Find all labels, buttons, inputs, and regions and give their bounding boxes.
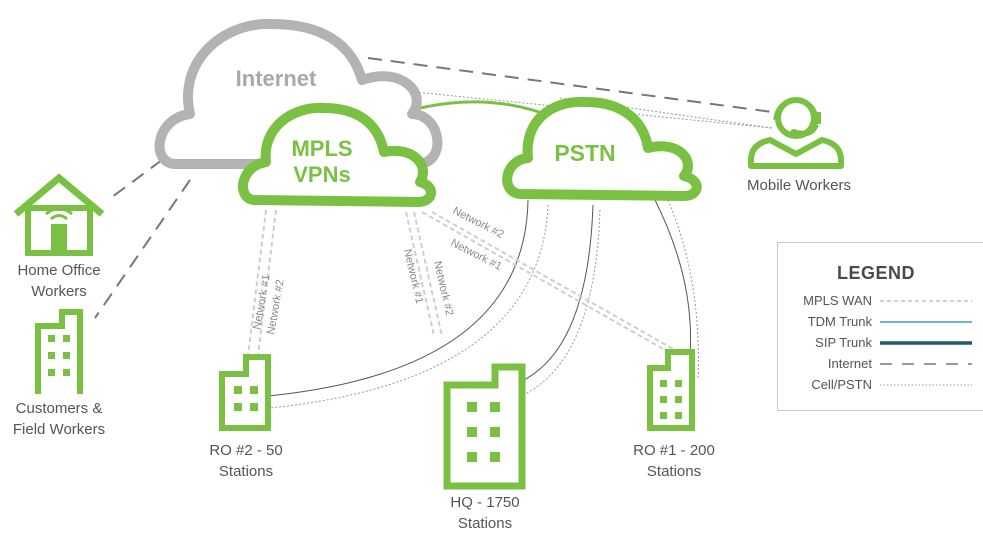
- ro2-building-icon: [219, 354, 271, 431]
- mpls-wan-swatch: [880, 300, 972, 302]
- network-labels: Network #1 Network #2 Network #1 Network…: [251, 205, 506, 336]
- tdm-trunk-swatch: [880, 321, 972, 323]
- ro2-label: RO #2 - 50 Stations: [186, 440, 306, 482]
- legend: LEGEND MPLS WAN TDM Trunk SIP Trunk Inte…: [777, 242, 983, 411]
- legend-item-mpls-wan: MPLS WAN: [778, 292, 983, 310]
- mpls-wan-links: [247, 209, 676, 356]
- network-label-ro1-n2: Network #2: [451, 205, 506, 241]
- internet-links: [94, 57, 773, 319]
- ro1-label-line1: RO #1 - 200: [633, 442, 715, 459]
- customers-label: Customers & Field Workers: [0, 398, 118, 440]
- internet-cloud-label: Internet: [235, 66, 317, 91]
- home-office-label: Home Office Workers: [0, 260, 118, 302]
- network-label-hq-n1: Network #1: [401, 248, 425, 305]
- legend-item-cell-pstn: Cell/PSTN: [778, 376, 983, 394]
- tdm-trunk-links: [267, 199, 692, 397]
- hq-label: HQ - 1750 Stations: [425, 492, 545, 534]
- network-label-ro1-n1: Network #1: [449, 237, 504, 273]
- internet-swatch: [880, 363, 972, 365]
- ro1-label: RO #1 - 200 Stations: [610, 440, 738, 482]
- legend-item-mpls-wan-label: MPLS WAN: [803, 293, 872, 308]
- customers-building-icon: [35, 309, 83, 394]
- ro1-label-line2: Stations: [646, 463, 702, 480]
- legend-item-sip-trunk: SIP Trunk: [778, 334, 983, 352]
- cell-pstn-swatch: [880, 384, 972, 386]
- legend-item-internet: Internet: [778, 355, 983, 373]
- legend-title: LEGEND: [836, 263, 915, 283]
- pstn-cloud-label: PSTN: [554, 140, 616, 166]
- hq-building-icon: [443, 363, 526, 490]
- mpls-cloud-label: MPLS VPNs: [272, 136, 372, 188]
- cell-pstn-links: [269, 91, 773, 409]
- legend-item-sip-trunk-label: SIP Trunk: [815, 335, 872, 350]
- mpls-cloud-label-line2: VPNs: [293, 162, 351, 187]
- sip-trunk-swatch: [880, 341, 972, 345]
- mobile-workers-label: Mobile Workers: [747, 177, 851, 194]
- home-office-label-line1: Home Office: [17, 262, 101, 279]
- headset-person-icon: [748, 97, 844, 169]
- house-icon: [13, 173, 105, 256]
- ro2-label-line1: RO #2 - 50: [209, 442, 283, 459]
- customers-label-line2: Field Workers: [12, 421, 106, 438]
- hq-label-line1: HQ - 1750: [450, 494, 520, 511]
- ro1-building-icon: [647, 349, 695, 431]
- legend-item-internet-label: Internet: [827, 356, 872, 371]
- home-office-label-line2: Workers: [31, 283, 87, 300]
- ro2-label-line2: Stations: [218, 463, 274, 480]
- pstn-cloud: [502, 96, 702, 201]
- customers-label-line1: Customers &: [15, 400, 103, 417]
- hq-label-line2: Stations: [457, 515, 513, 532]
- legend-item-tdm-trunk-label: TDM Trunk: [807, 314, 872, 329]
- legend-item-tdm-trunk: TDM Trunk: [778, 313, 983, 331]
- network-label-hq-n2: Network #2: [431, 260, 455, 317]
- mpls-cloud: [238, 102, 436, 207]
- legend-item-cell-pstn-label: Cell/PSTN: [811, 377, 872, 392]
- mpls-cloud-label-line1: MPLS: [291, 136, 353, 161]
